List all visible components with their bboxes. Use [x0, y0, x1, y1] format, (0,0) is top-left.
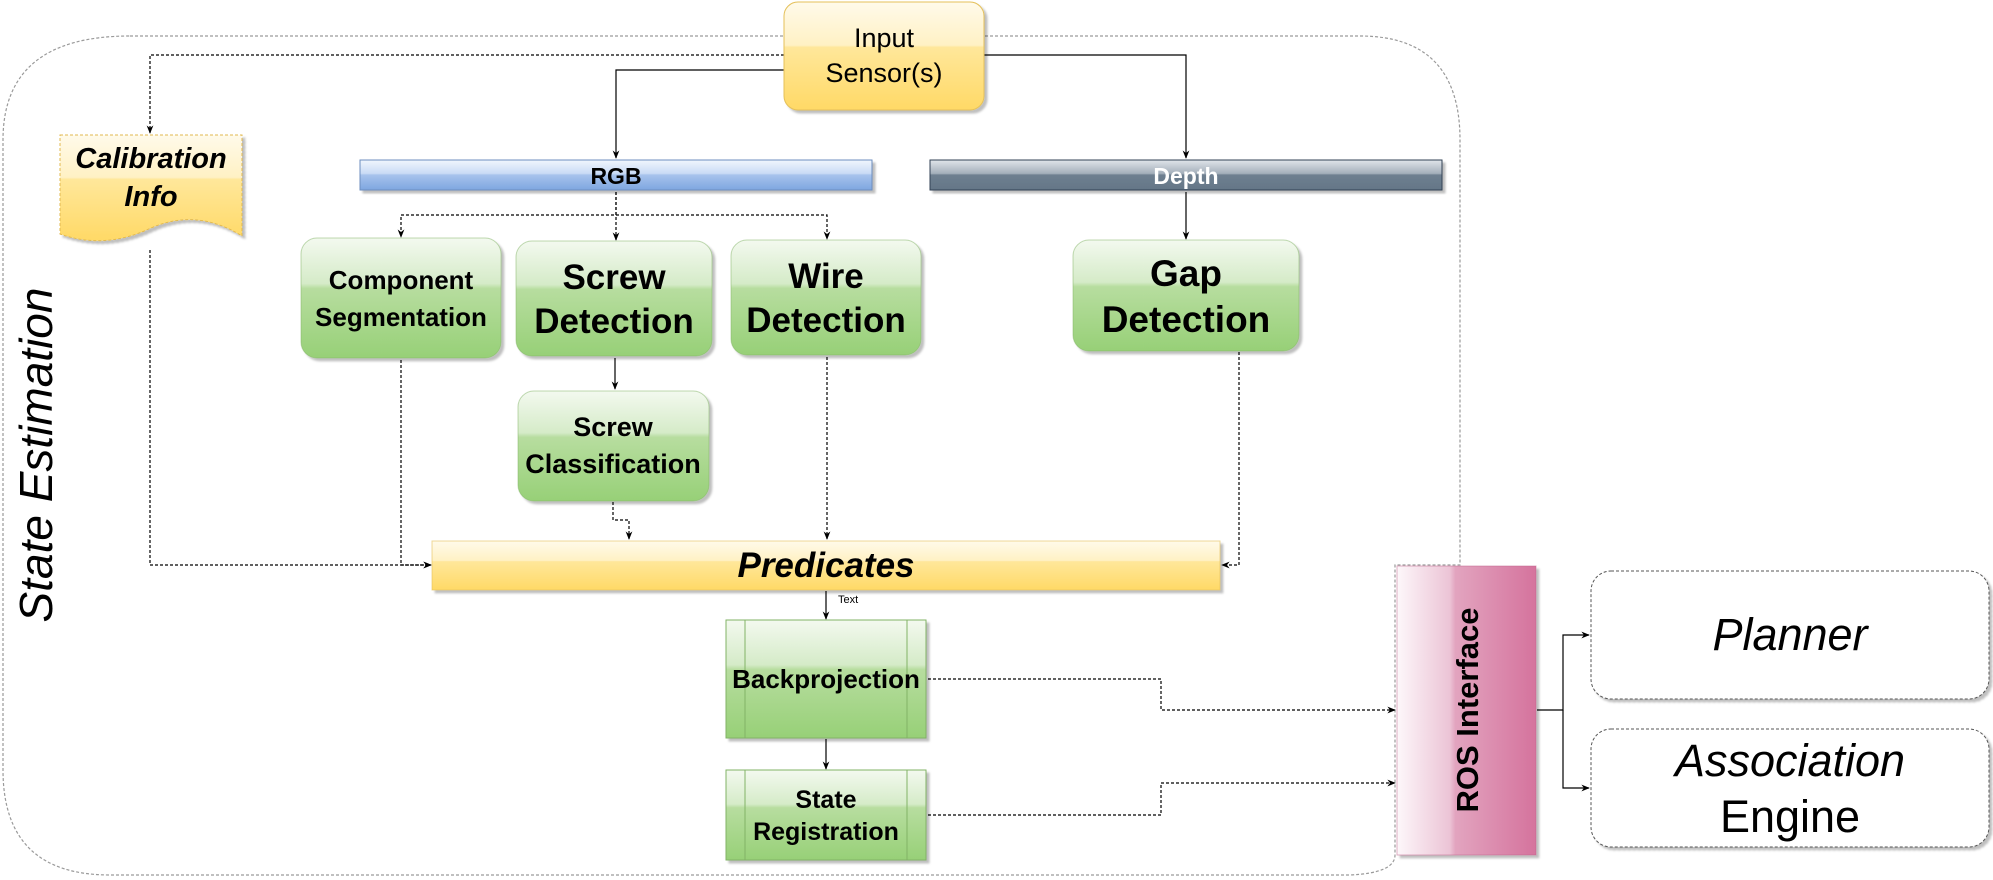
wire-detection-line-2: Detection: [746, 301, 905, 340]
edge-input-to-depth: [984, 54, 1190, 159]
node-association-engine[interactable]: Association Engine: [1590, 728, 1990, 848]
screw-classification-line-2: Classification: [525, 449, 701, 479]
edges: [146, 54, 1590, 816]
state-registration-line-1: State: [795, 786, 856, 814]
node-screw-detection[interactable]: Screw Detection: [515, 240, 713, 357]
edge-backprojection-to-ros: [928, 678, 1396, 714]
rgb-label: RGB: [590, 163, 641, 189]
calibration-info-line-1: Calibration: [75, 143, 226, 175]
node-component-segmentation[interactable]: Component Segmentation: [300, 237, 502, 359]
edge-component-to-predicates: [400, 360, 432, 569]
input-sensors-line-2: Sensor(s): [825, 58, 942, 88]
association-engine-line-1: Association: [1672, 735, 1905, 786]
node-depth[interactable]: Depth: [929, 159, 1443, 191]
edge-ros-to-planner: [1537, 631, 1590, 711]
association-engine-line-2: Engine: [1720, 791, 1860, 842]
edge-calibration-to-predicates: [149, 250, 432, 569]
planner-label: Planner: [1712, 609, 1869, 660]
state-registration-line-2: Registration: [753, 818, 899, 846]
node-gap-detection[interactable]: Gap Detection: [1072, 239, 1300, 352]
wire-detection-line-1: Wire: [788, 257, 864, 296]
edge-classification-to-predicates: [612, 502, 633, 540]
depth-label: Depth: [1153, 163, 1218, 189]
container-label: State Estimation: [10, 288, 62, 623]
edge-input-to-calibration: [146, 54, 784, 134]
node-rgb[interactable]: RGB: [359, 159, 873, 191]
gap-detection-line-2: Detection: [1102, 299, 1271, 340]
node-state-registration[interactable]: State Registration: [725, 769, 927, 861]
node-predicates[interactable]: Predicates: [431, 540, 1221, 591]
edge-input-to-rgb: [612, 69, 784, 159]
ros-interface-label: ROS Interface: [1450, 607, 1485, 812]
edge-ros-to-association-engine: [1562, 710, 1590, 792]
screw-detection-line-2: Detection: [534, 302, 693, 341]
edge-rgb-to-component-segmentation: [397, 192, 617, 238]
edge-gap-to-predicates: [1221, 352, 1240, 569]
node-planner[interactable]: Planner: [1590, 570, 1990, 700]
input-sensors-line-1: Input: [854, 23, 915, 53]
node-wire-detection[interactable]: Wire Detection: [730, 239, 922, 356]
gap-detection-line-1: Gap: [1150, 253, 1222, 294]
node-ros-interface[interactable]: ROS Interface: [1396, 565, 1537, 856]
calibration-info-line-2: Info: [124, 181, 177, 213]
node-backprojection[interactable]: Backprojection: [725, 619, 927, 739]
node-calibration-info[interactable]: Calibration Info: [59, 134, 243, 242]
component-segmentation-line-2: Segmentation: [315, 302, 487, 332]
state-estimation-container: [2, 35, 1461, 876]
node-screw-classification[interactable]: Screw Classification: [517, 390, 710, 502]
screw-classification-line-1: Screw: [573, 412, 654, 442]
edge-registration-to-ros: [928, 779, 1396, 816]
backprojection-label: Backprojection: [732, 664, 920, 694]
edge-rgb-to-wire-detection: [616, 214, 831, 240]
predicates-label: Predicates: [737, 546, 914, 585]
component-segmentation-line-1: Component: [329, 265, 474, 295]
screw-detection-line-1: Screw: [562, 258, 666, 297]
node-input-sensors[interactable]: Input Sensor(s): [783, 1, 985, 111]
edge-label-text: Text: [838, 594, 858, 606]
